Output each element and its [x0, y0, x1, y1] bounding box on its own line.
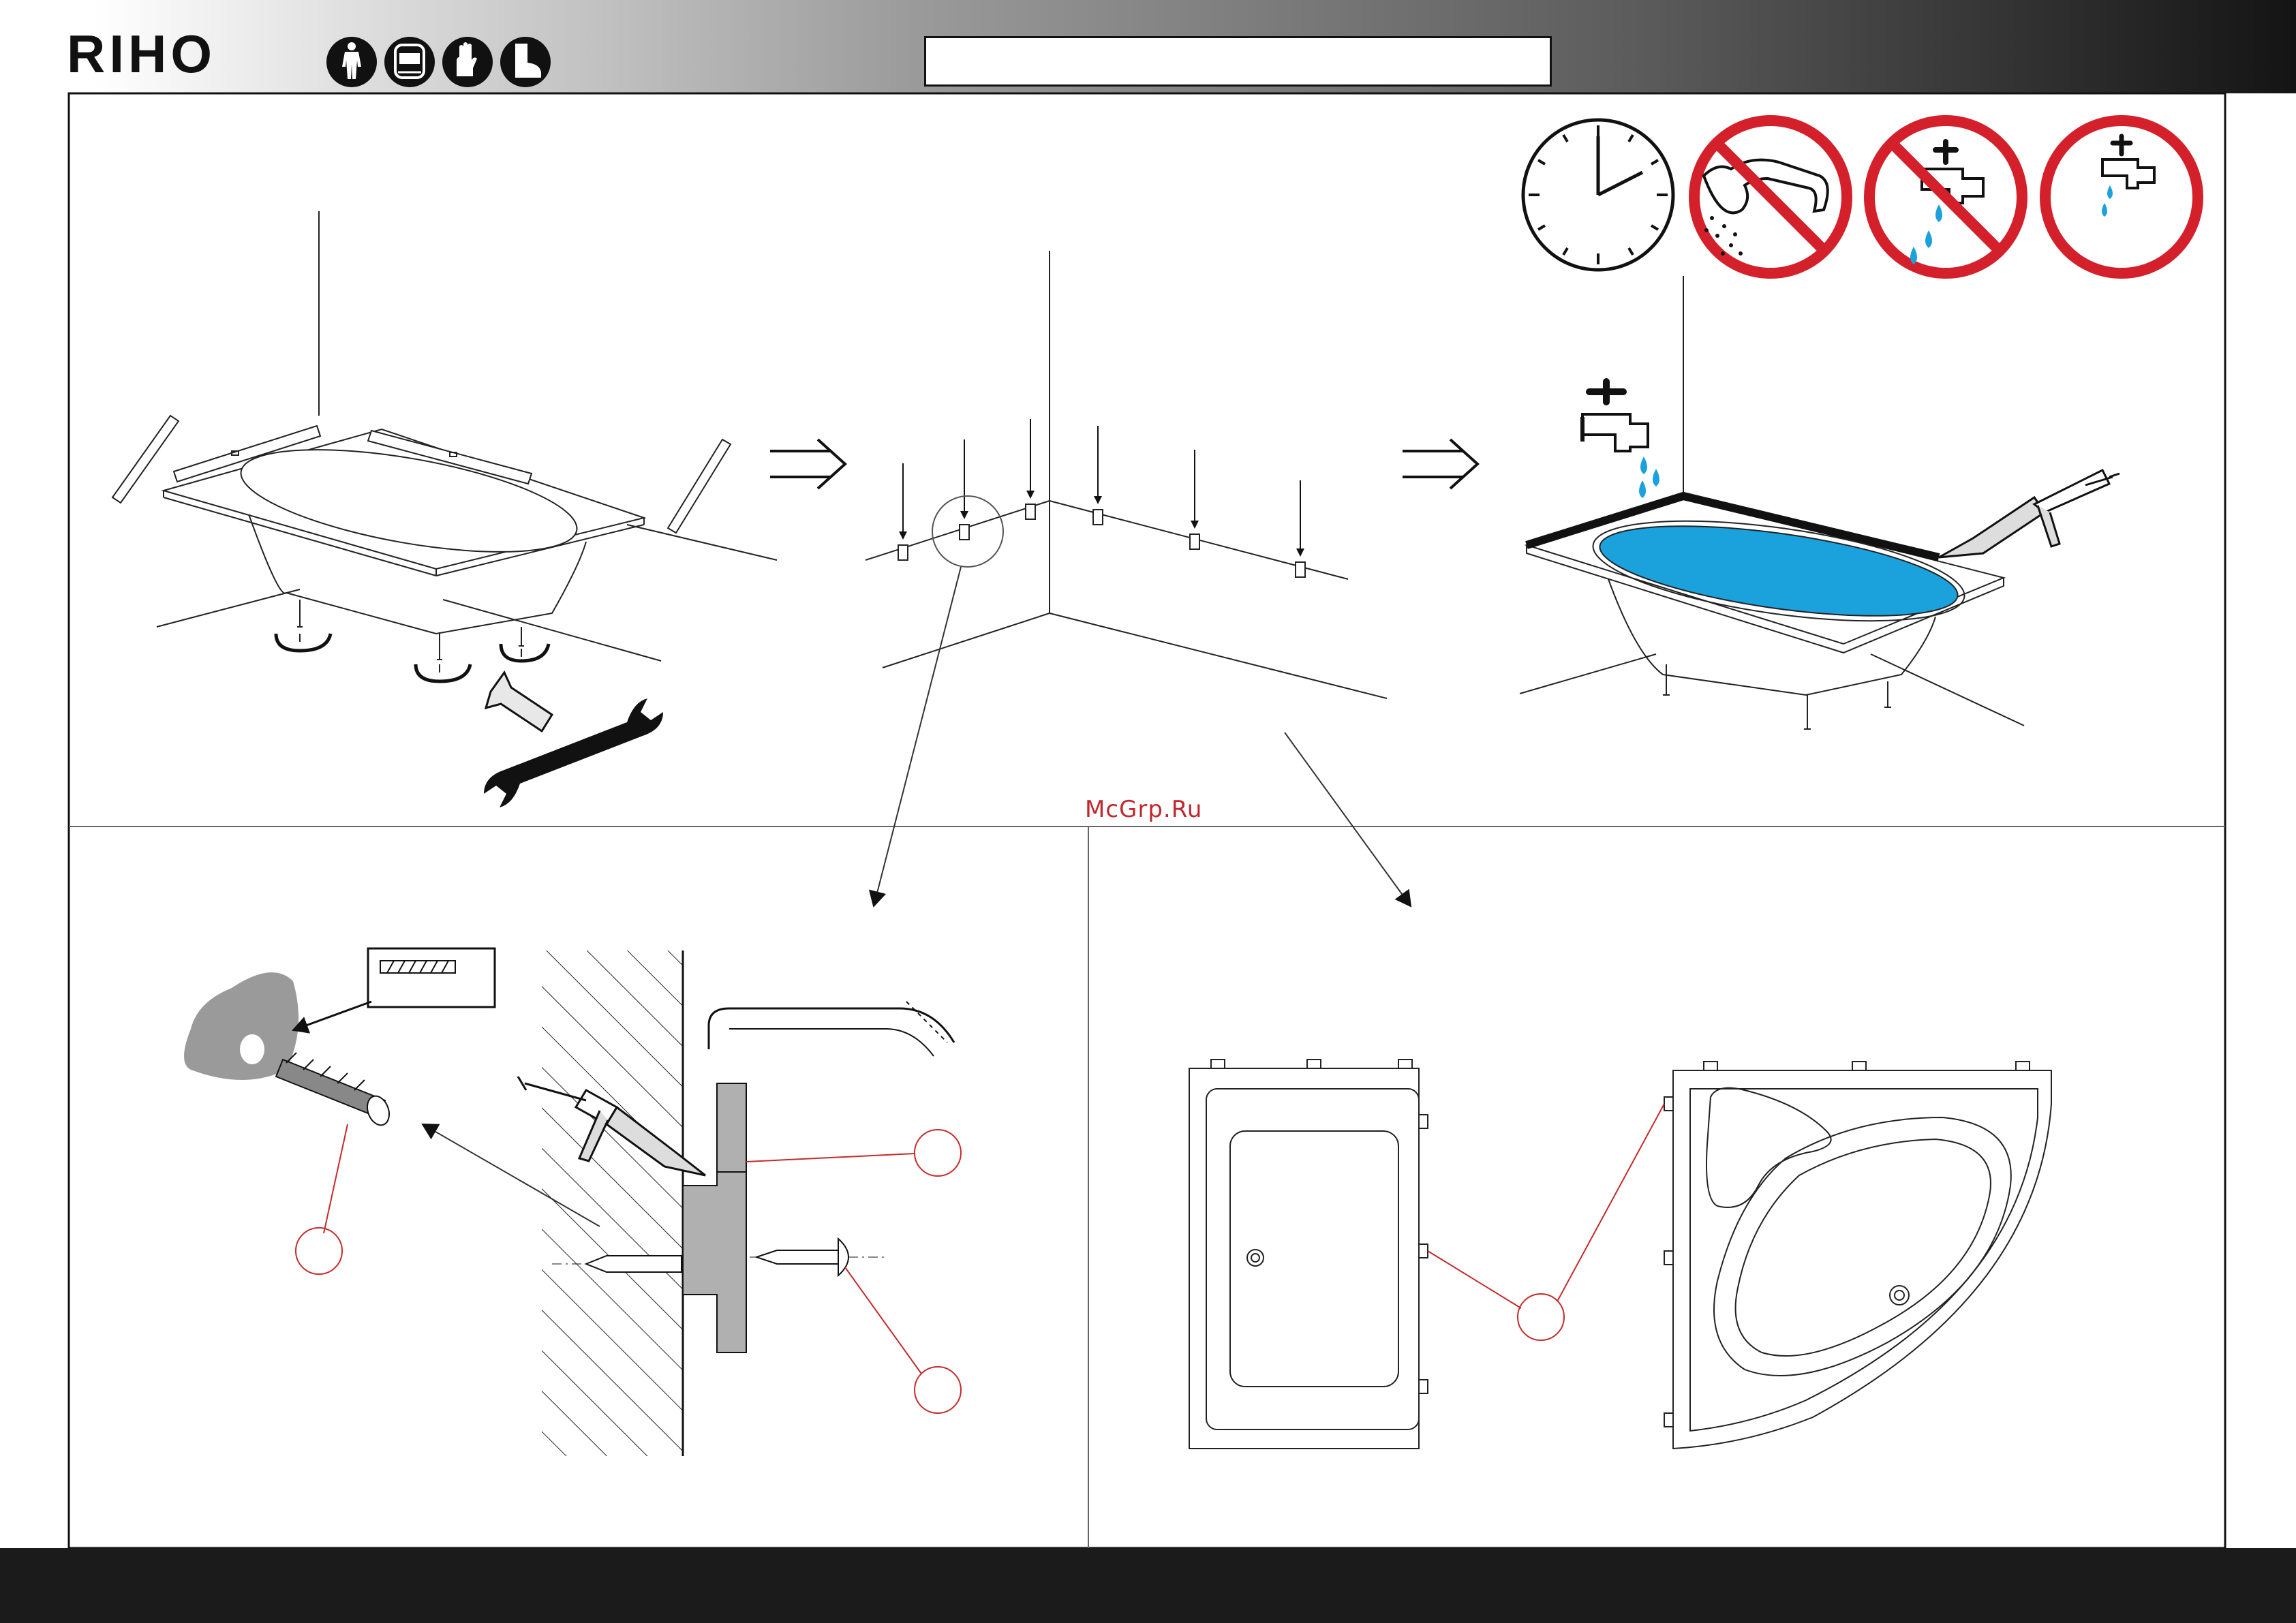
- sealant-gun-icon: [1939, 470, 2119, 557]
- step3-fill-and-seal: [1520, 276, 2024, 729]
- callout-circle: [296, 1228, 342, 1274]
- screw-icon: [586, 1256, 682, 1272]
- screw-icon: [756, 1250, 838, 1264]
- tap-allowed-icon: [2045, 121, 2198, 273]
- drill-bit-box: [368, 948, 495, 1007]
- bracket-profile: [683, 1083, 746, 1352]
- rectangular-bath-plan: [1189, 1060, 1428, 1449]
- footer-bar: [0, 1548, 2296, 1623]
- water-drop-icon: [1640, 457, 1647, 474]
- clock-icon: [1523, 120, 1673, 270]
- anchor-dowel-detail: [184, 948, 600, 1274]
- step-arrow-2: [1403, 439, 1478, 489]
- step-arrow-1: [770, 439, 845, 489]
- water-drop-icon: [1653, 469, 1659, 486]
- step1-bath-leveling: [112, 211, 777, 681]
- wall-section-detail: [518, 950, 961, 1456]
- no-tap-icon: [1869, 121, 2022, 273]
- drill-bit-icon: [380, 961, 455, 973]
- bracket-marker: [1211, 1060, 1428, 1393]
- callout-circle: [1518, 1294, 1564, 1340]
- faucet-icon: [1582, 382, 1648, 451]
- water-drop-icon: [1639, 480, 1646, 498]
- callout-circle: [915, 1367, 961, 1413]
- callout-circle: [915, 1130, 961, 1176]
- no-shower-icon: [1694, 121, 1847, 273]
- bracket-marker: [1664, 1062, 2030, 1427]
- watermark: McGrp.Ru: [1085, 796, 1202, 823]
- push-arrow-icon: [486, 673, 552, 731]
- wrench-icon: [484, 698, 663, 807]
- corner-bath-plan: [1664, 1062, 2051, 1449]
- plan-callout: [1428, 1104, 1664, 1340]
